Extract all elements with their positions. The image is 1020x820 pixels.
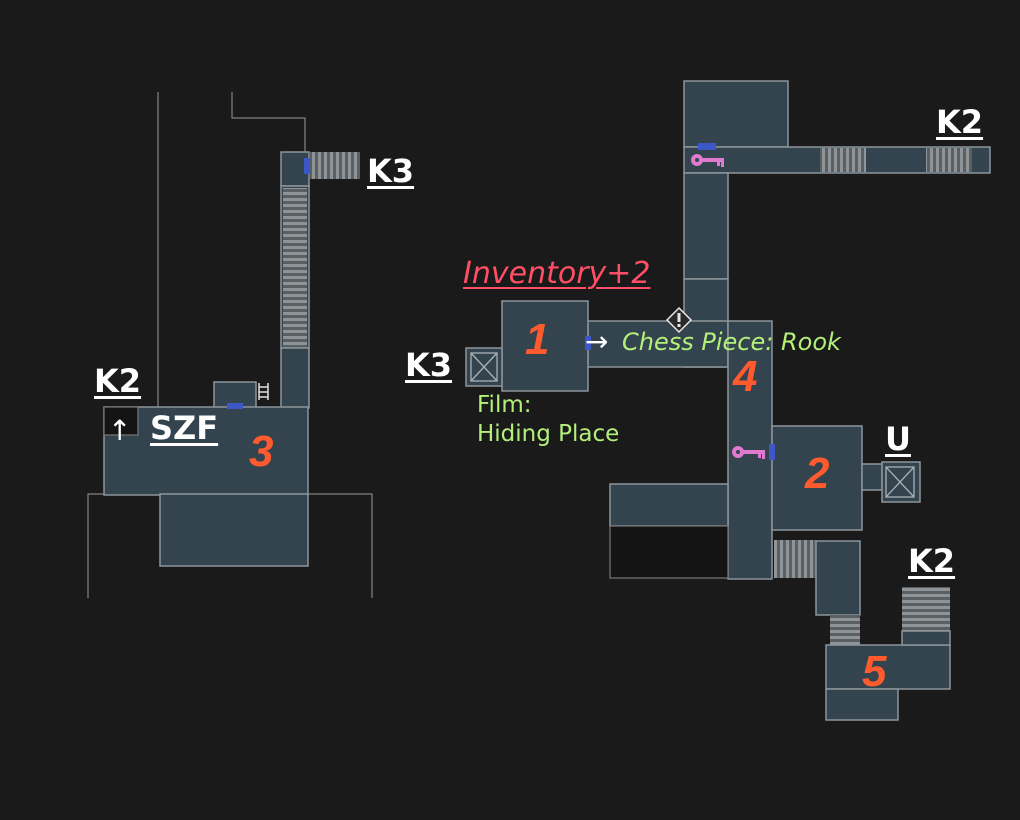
k2-label-bottom-right: K2 <box>908 542 956 580</box>
u-label: U <box>885 420 911 458</box>
inventory-upgrade-label: Inventory+2 <box>463 256 651 291</box>
tower-base <box>280 347 310 409</box>
room-number-1: 1 <box>525 315 550 364</box>
k3-label-left: K3 <box>367 152 415 190</box>
save-icon <box>665 306 693 334</box>
key-icon <box>732 446 765 459</box>
stairs-to-5 <box>830 615 860 645</box>
crate-icon <box>885 466 915 498</box>
room-2-bay <box>861 463 883 491</box>
tower-stairs <box>283 188 307 348</box>
south-corridor <box>815 540 861 616</box>
room-3-lower <box>159 493 309 567</box>
room-number-3: 3 <box>249 427 274 476</box>
room-5-upper <box>825 644 951 690</box>
ladder-icon <box>258 383 269 400</box>
door-room-1 <box>585 336 591 350</box>
stairs-k2-right <box>902 587 950 631</box>
right-section-rooms <box>465 80 991 721</box>
room-5-lower <box>825 688 899 721</box>
room-number-2: 2 <box>805 449 830 498</box>
room-5-stair-landing <box>901 630 951 646</box>
left-section-outlines <box>87 92 373 598</box>
room-1 <box>501 300 589 392</box>
north-corridor <box>683 172 729 280</box>
k2-label-top-right: K2 <box>936 103 984 141</box>
west-wing <box>609 483 729 527</box>
up-arrow-icon: ↑ <box>108 414 132 447</box>
szf-label: SZF <box>150 409 219 447</box>
west-wing-dark <box>609 525 729 579</box>
south-stairs <box>774 540 816 578</box>
k2-label-left: K2 <box>94 362 142 400</box>
left-section-rooms <box>103 151 360 567</box>
top-stairs-k3 <box>310 152 360 179</box>
room-3-alcove <box>103 406 139 436</box>
top-stairs-1 <box>820 148 866 172</box>
film-label: Film: <box>477 392 532 418</box>
door-top-room <box>698 143 716 150</box>
top-room <box>683 80 789 148</box>
room-number-5: 5 <box>862 647 887 696</box>
door-room-3 <box>227 403 243 409</box>
k3-label-mid: K3 <box>405 346 453 384</box>
chess-piece-label: Chess Piece: Rook <box>622 328 841 356</box>
room-2 <box>771 425 863 531</box>
door-room-2 <box>769 444 775 460</box>
right-arrow-icon: → <box>585 325 609 358</box>
door-tower-top <box>304 158 310 174</box>
top-stairs-2 <box>926 148 972 172</box>
hiding-place-label: Hiding Place <box>477 421 620 447</box>
key-icon <box>691 154 724 167</box>
room-number-4: 4 <box>733 352 758 401</box>
elevator-icon <box>470 352 498 382</box>
